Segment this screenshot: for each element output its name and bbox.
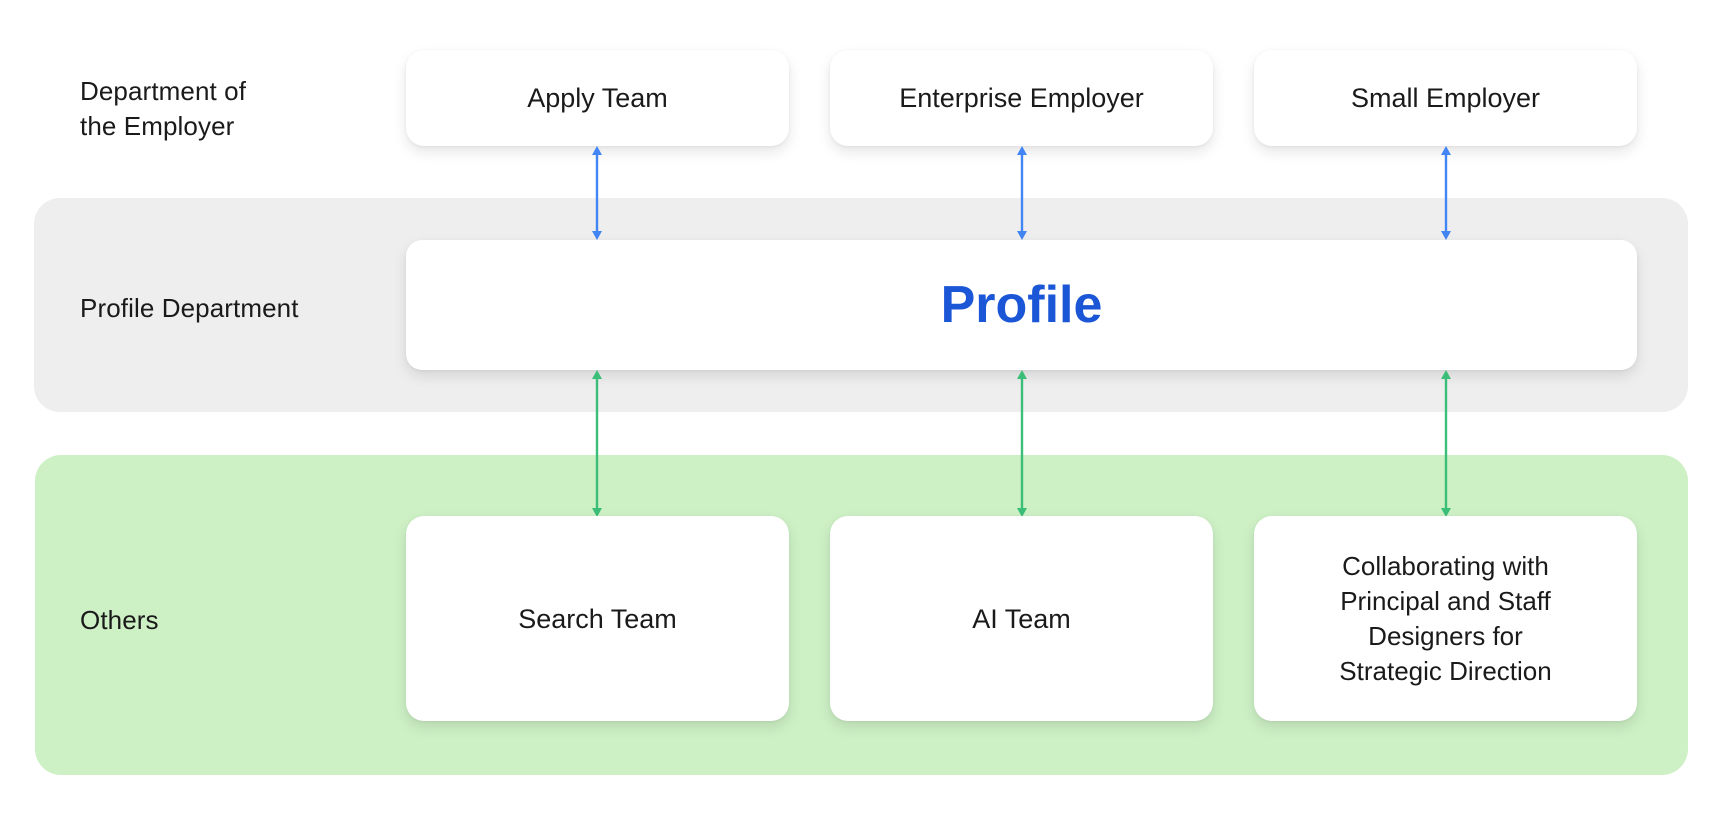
card-profile-label: Profile: [940, 276, 1103, 334]
card-search-team[interactable]: Search Team: [406, 516, 789, 721]
card-ai-team[interactable]: AI Team: [830, 516, 1213, 721]
card-enterprise-employer[interactable]: Enterprise Employer: [830, 50, 1213, 146]
double-arrow-icon: [1017, 370, 1027, 517]
card-collaborating-strategic-direction[interactable]: Collaborating with Principal and Staff D…: [1254, 516, 1637, 721]
row-label-profile-department: Profile Department: [80, 293, 299, 323]
double-arrow-icon: [1017, 146, 1027, 240]
card-search-team-label: Search Team: [518, 603, 677, 634]
card-profile[interactable]: Profile: [406, 240, 1637, 370]
connector-arrow-enterprise-employer-to-profile: [1010, 146, 1034, 240]
connector-arrow-profile-to-collaborating: [1434, 370, 1458, 517]
card-apply-team-label: Apply Team: [527, 83, 668, 113]
double-arrow-icon: [592, 146, 602, 240]
double-arrow-icon: [1441, 146, 1451, 240]
card-enterprise-employer-label: Enterprise Employer: [899, 83, 1144, 113]
card-small-employer-label: Small Employer: [1350, 83, 1541, 113]
double-arrow-icon: [592, 370, 602, 517]
connector-arrow-profile-to-search-team: [585, 370, 609, 517]
card-apply-team[interactable]: Apply Team: [406, 50, 789, 146]
card-collaborating-strategic-direction-label: Collaborating with Principal and Staff D…: [1339, 550, 1552, 686]
connector-arrow-small-employer-to-profile: [1434, 146, 1458, 240]
row-label-department-of-the-employer: Department of the Employer: [80, 76, 247, 141]
connector-arrow-apply-team-to-profile: [585, 146, 609, 240]
row-label-others: Others: [80, 605, 159, 635]
double-arrow-icon: [1441, 370, 1451, 517]
connector-arrow-profile-to-ai-team: [1010, 370, 1034, 517]
card-ai-team-label: AI Team: [972, 603, 1071, 634]
card-small-employer[interactable]: Small Employer: [1254, 50, 1637, 146]
